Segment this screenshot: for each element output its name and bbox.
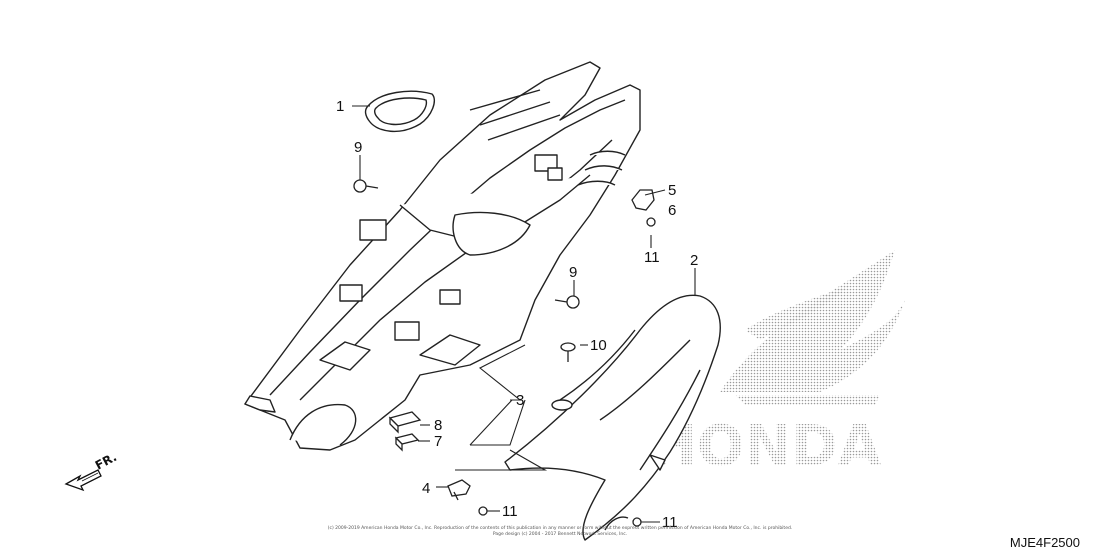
copyright-line-2: Page design (c) 2004 - 2017 Bennett Netw… [492,532,628,537]
callout-1: 1 [336,98,344,115]
callout-8: 8 [434,417,442,434]
callout-7: 7 [434,433,442,450]
part-9-bolt-left [353,179,379,193]
callout-9-left: 9 [354,139,362,156]
part-6-screw [646,217,656,227]
front-direction-label: FR. [93,450,119,473]
honda-wing-watermark: HONDA [650,250,905,479]
part-7-pad [394,433,420,452]
part-9-bolt-right [554,295,580,309]
callout-11-bottom-right: 11 [662,514,678,531]
copyright-notice: (c) 2009-2019 American Honda Motor Co., … [300,526,820,538]
callout-6: 6 [668,202,676,219]
callout-9-right: 9 [569,264,577,281]
part-2-rear-fender [504,294,721,541]
part-10-screw [560,342,576,362]
copyright-line-1: (c) 2009-2019 American Honda Motor Co., … [327,526,793,531]
part-8-pad [388,411,422,434]
diagram-code: MJE4F2500 [1009,535,1080,550]
leader-lines [352,105,696,523]
part-11-screw-a [478,506,488,516]
callout-11-top: 11 [644,249,660,266]
callout-5: 5 [668,182,676,199]
part-4-clip [447,479,471,501]
part-11-screw-b [632,517,642,527]
honda-watermark-text: HONDA [650,414,882,479]
callout-4: 4 [422,480,430,497]
part-5-clip [631,189,655,211]
callout-2: 2 [690,252,698,269]
front-direction-arrow: FR. [64,450,119,492]
part-1-seal [364,90,436,132]
callout-10: 10 [590,337,607,354]
part-3-rear-inner-fender [244,61,641,451]
callout-11-bottom-left: 11 [502,503,518,520]
callout-3: 3 [516,392,524,409]
